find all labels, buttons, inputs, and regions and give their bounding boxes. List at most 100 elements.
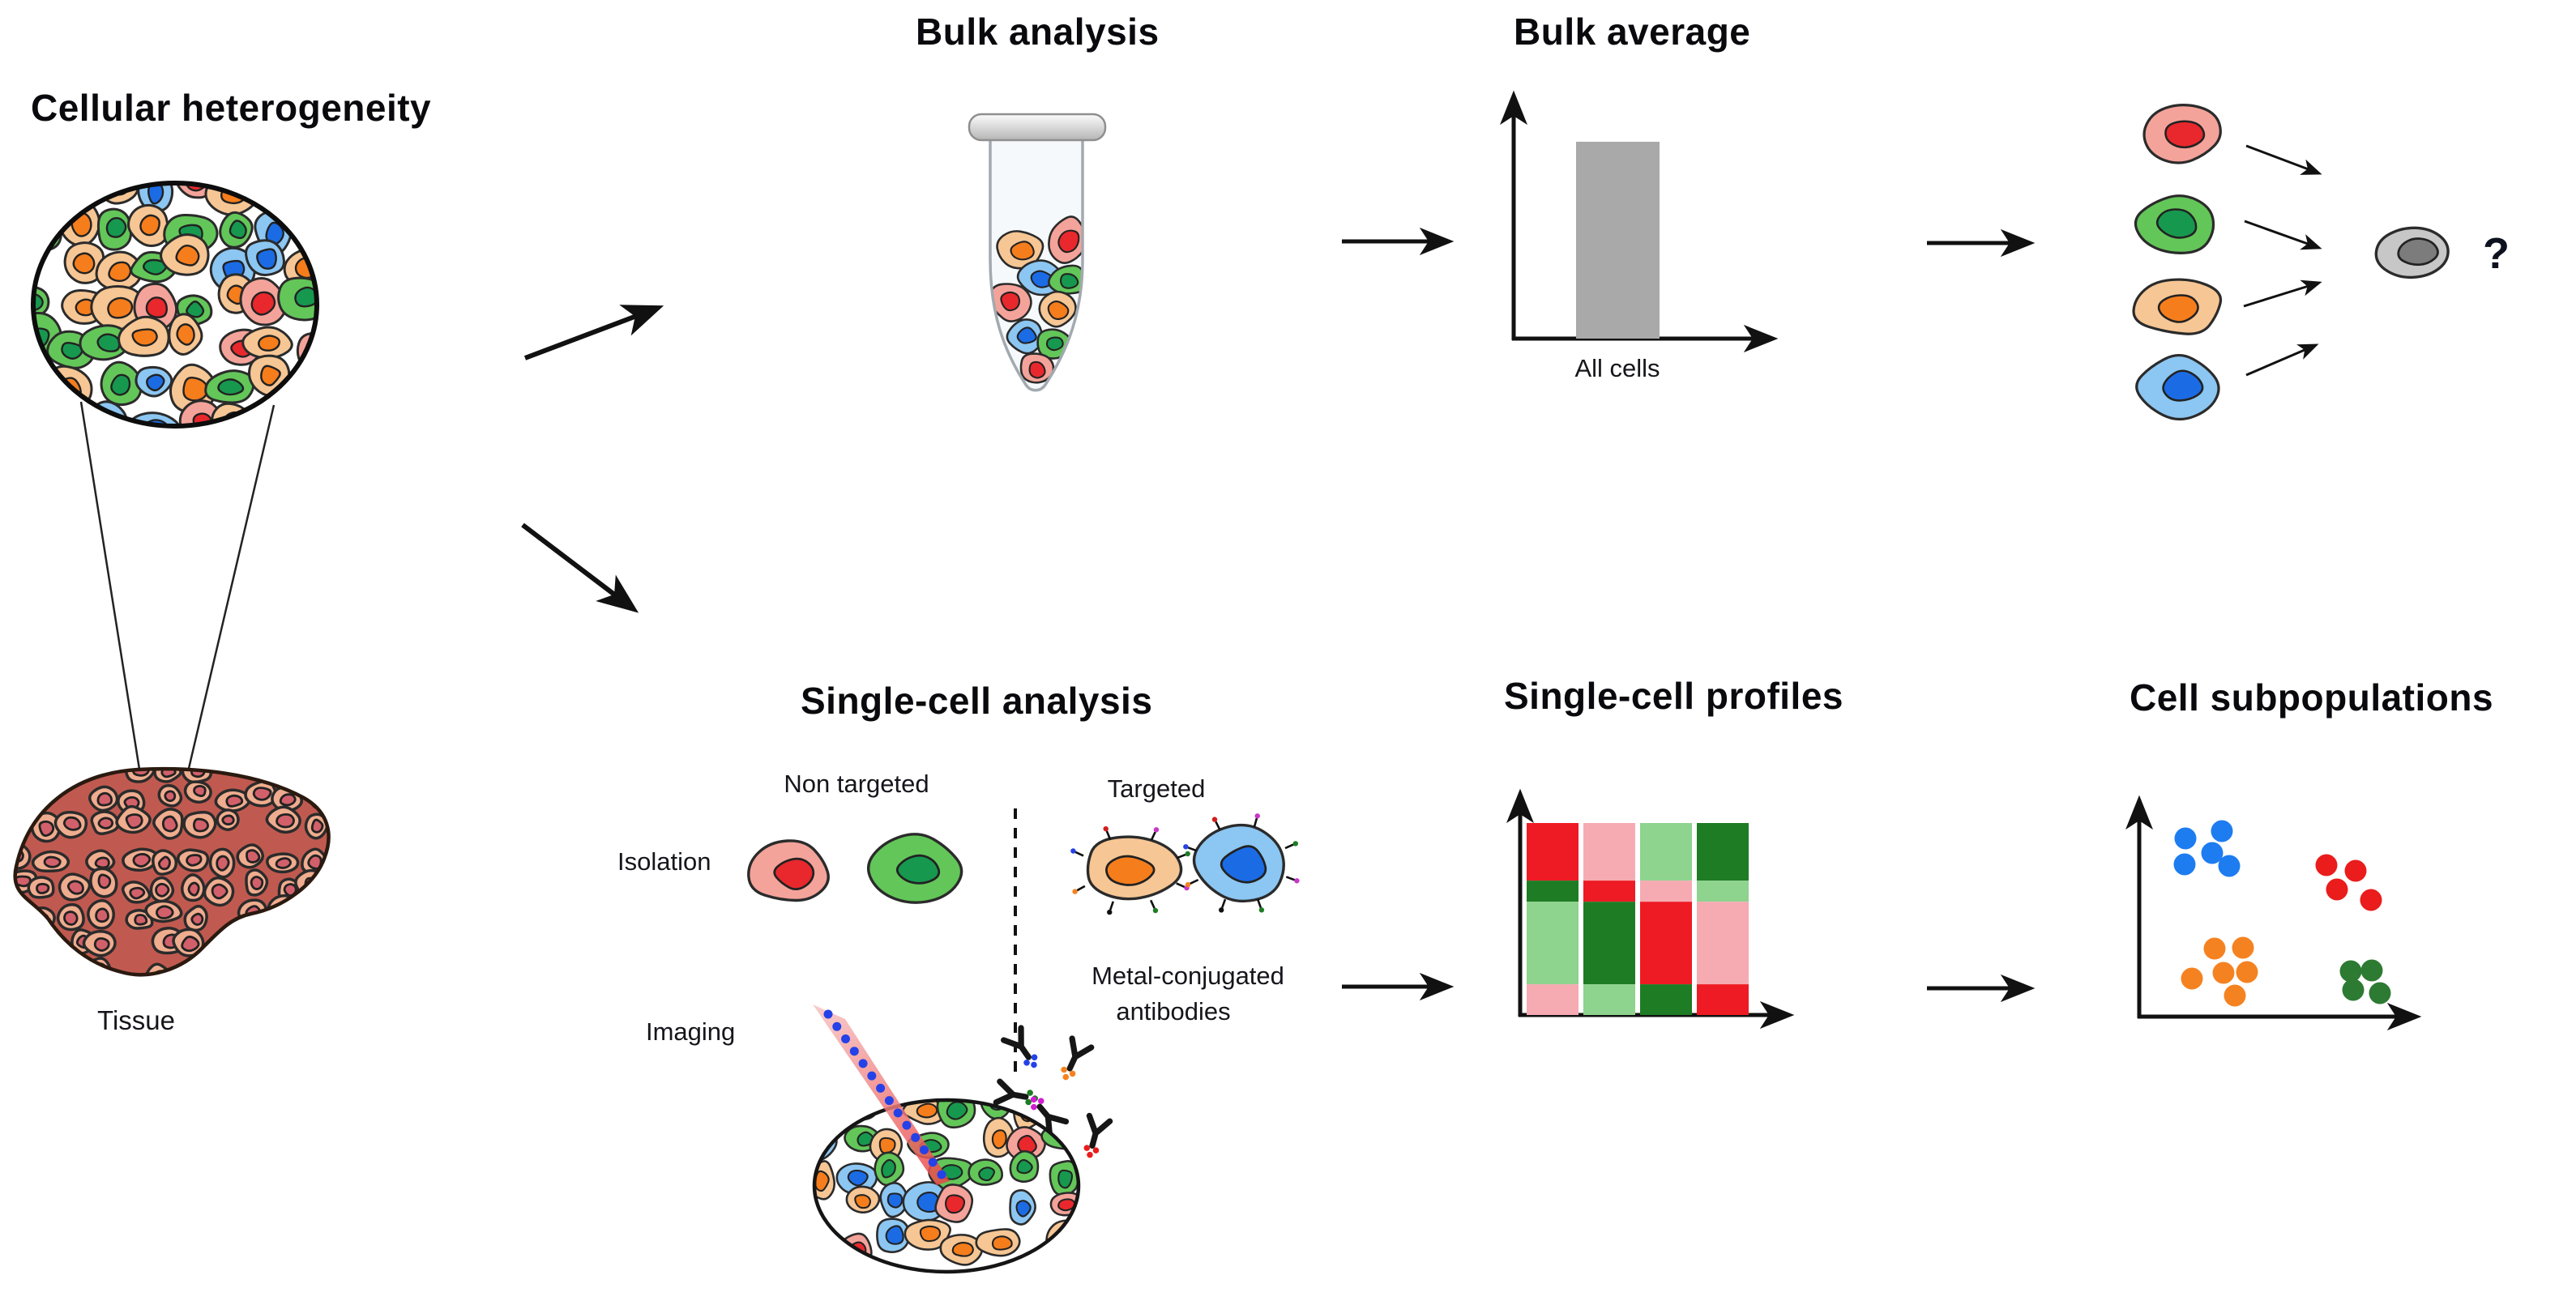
cell-illustration xyxy=(157,783,183,808)
cell-illustration xyxy=(82,929,117,957)
panel-title-cell-subpopulations: Cell subpopulations xyxy=(2130,676,2494,719)
cell-illustration xyxy=(126,412,181,426)
cell-illustration xyxy=(2134,194,2215,254)
cell-illustration xyxy=(15,814,23,845)
cell-illustration xyxy=(53,811,88,839)
cell-illustration xyxy=(247,354,291,397)
cell-illustration xyxy=(96,207,133,251)
scatter-dot xyxy=(2342,979,2365,1001)
scatter-dot xyxy=(2173,853,2196,876)
cell-illustration xyxy=(2135,353,2220,421)
heatmap-cell xyxy=(1527,881,1578,902)
cell-illustration xyxy=(15,962,37,975)
cell-illustration xyxy=(153,769,182,783)
cell-illustration xyxy=(939,1234,984,1266)
cell-illustration xyxy=(866,833,963,904)
cell-illustration xyxy=(1086,835,1183,901)
tissue-label: Tissue xyxy=(97,1005,175,1035)
metal-conjugated-label-line1: Metal-conjugated xyxy=(1091,962,1284,990)
panel-title-cellular-heterogeneity: Cellular heterogeneity xyxy=(31,87,432,129)
cell-illustration xyxy=(975,1228,1021,1257)
cell-average-arrows xyxy=(2243,144,2322,377)
heatmap-cell xyxy=(1583,984,1635,1015)
heatmap-cell xyxy=(1697,823,1749,881)
cell-illustration xyxy=(936,1100,976,1129)
cell-illustration xyxy=(218,936,241,965)
cell-illustration xyxy=(87,898,115,930)
cell-illustration xyxy=(31,850,70,873)
cell-illustration xyxy=(87,400,128,426)
cell-illustration xyxy=(288,406,317,426)
cell-illustration xyxy=(270,958,306,975)
cell-illustration xyxy=(277,276,317,322)
cell-illustration xyxy=(2374,226,2450,279)
antibody-icon xyxy=(1030,1096,1070,1138)
cell-subpopulations-chart xyxy=(2125,795,2422,1030)
cell-illustration xyxy=(244,779,278,808)
antibody-icon xyxy=(1061,1035,1095,1081)
cell-illustration xyxy=(814,1100,833,1119)
cell-illustration xyxy=(245,868,269,897)
cell-illustration xyxy=(879,1182,908,1218)
cell-illustration xyxy=(15,903,28,927)
cell-illustration xyxy=(1009,1149,1040,1183)
cell-illustration xyxy=(219,211,254,249)
cell-illustration xyxy=(127,203,169,248)
tissue-illustration xyxy=(13,766,331,977)
cell-illustration xyxy=(60,954,85,975)
cell-illustration xyxy=(203,876,235,907)
branch-arrows xyxy=(521,305,664,613)
cell-illustration xyxy=(266,852,300,874)
scatter-dot xyxy=(2174,827,2197,850)
cell-illustration xyxy=(305,769,329,783)
heatmap-cell xyxy=(1697,881,1749,902)
scatter-dot xyxy=(2315,854,2338,876)
cell-illustration xyxy=(89,867,118,898)
panel-title-single-cell-profiles: Single-cell profiles xyxy=(1504,675,1843,717)
single-cell-profiles-chart xyxy=(1506,788,1795,1029)
scatter-dot xyxy=(2201,842,2224,864)
cell-illustration xyxy=(247,769,275,776)
cell-illustration xyxy=(814,1224,830,1251)
isolation-label: Isolation xyxy=(617,847,711,876)
cell-illustration xyxy=(265,805,301,834)
cell-illustration xyxy=(85,849,116,872)
cell-illustration xyxy=(1192,823,1285,903)
heatmap-cell xyxy=(1697,902,1749,985)
bulk-bar-x-label: All cells xyxy=(1574,354,1660,382)
cell-illustration xyxy=(27,876,55,899)
cell-illustration xyxy=(235,927,267,949)
cell-illustration xyxy=(982,1116,1015,1158)
heatmap-cell xyxy=(1640,823,1692,881)
cell-illustration xyxy=(137,183,174,212)
cell-illustration xyxy=(208,847,236,879)
cell-illustration xyxy=(43,365,93,413)
heatmap-cell xyxy=(1527,823,1578,881)
heterogeneity-circle xyxy=(31,181,319,429)
scatter-dot xyxy=(2360,959,2383,982)
cell-illustration xyxy=(52,769,85,772)
cell-illustration xyxy=(241,326,293,360)
cell-illustration xyxy=(290,183,317,217)
panel-title-bulk-analysis: Bulk analysis xyxy=(916,11,1160,53)
cell-illustration xyxy=(100,360,143,407)
scatter-dot xyxy=(2212,962,2235,984)
cell-illustration xyxy=(135,365,173,398)
scatter-dot xyxy=(2203,937,2226,960)
cell-illustration xyxy=(1048,215,1083,264)
heatmap-cell xyxy=(1640,984,1692,1015)
cell-illustration xyxy=(122,847,158,872)
cell-illustration xyxy=(95,250,143,292)
cell-illustration xyxy=(33,401,49,426)
heatmap-cell xyxy=(1583,902,1635,985)
cell-illustration xyxy=(58,872,92,902)
cell-illustration xyxy=(1038,290,1077,328)
cell-illustration xyxy=(874,1151,905,1187)
cell-illustration xyxy=(934,1183,974,1223)
targeted-cells xyxy=(1070,813,1300,915)
scatter-dot xyxy=(2224,984,2246,1007)
cell-illustration xyxy=(305,941,329,964)
cell-illustration xyxy=(845,1185,881,1214)
cell-illustration xyxy=(211,769,237,774)
